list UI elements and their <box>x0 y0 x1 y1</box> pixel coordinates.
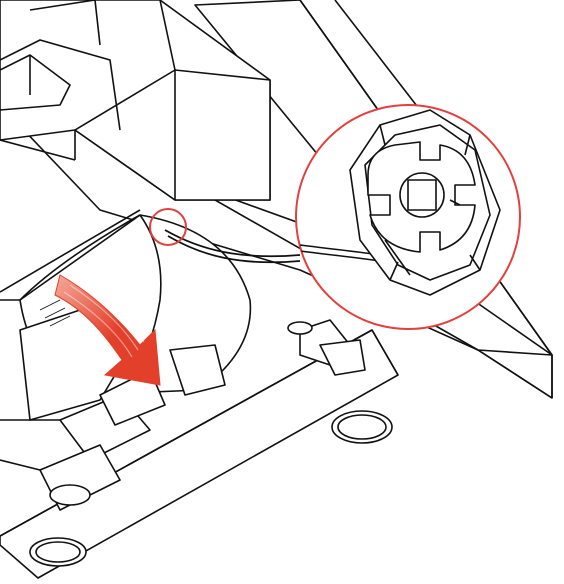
mounting-bracket <box>0 54 71 111</box>
rotation-arrow <box>54 274 161 386</box>
connector-cable <box>164 229 301 264</box>
lower-mechanism <box>0 309 366 511</box>
foot-pad-right <box>331 410 393 444</box>
arrow-body <box>54 274 161 386</box>
foot-pad-left <box>29 537 87 567</box>
detail-callout <box>295 104 521 330</box>
callout-source-circle <box>149 208 187 246</box>
arrow-stripes <box>63 279 145 358</box>
connector-socket-detail <box>299 109 501 296</box>
cylinder-shading <box>39 299 71 327</box>
top-cover-block <box>0 0 271 201</box>
